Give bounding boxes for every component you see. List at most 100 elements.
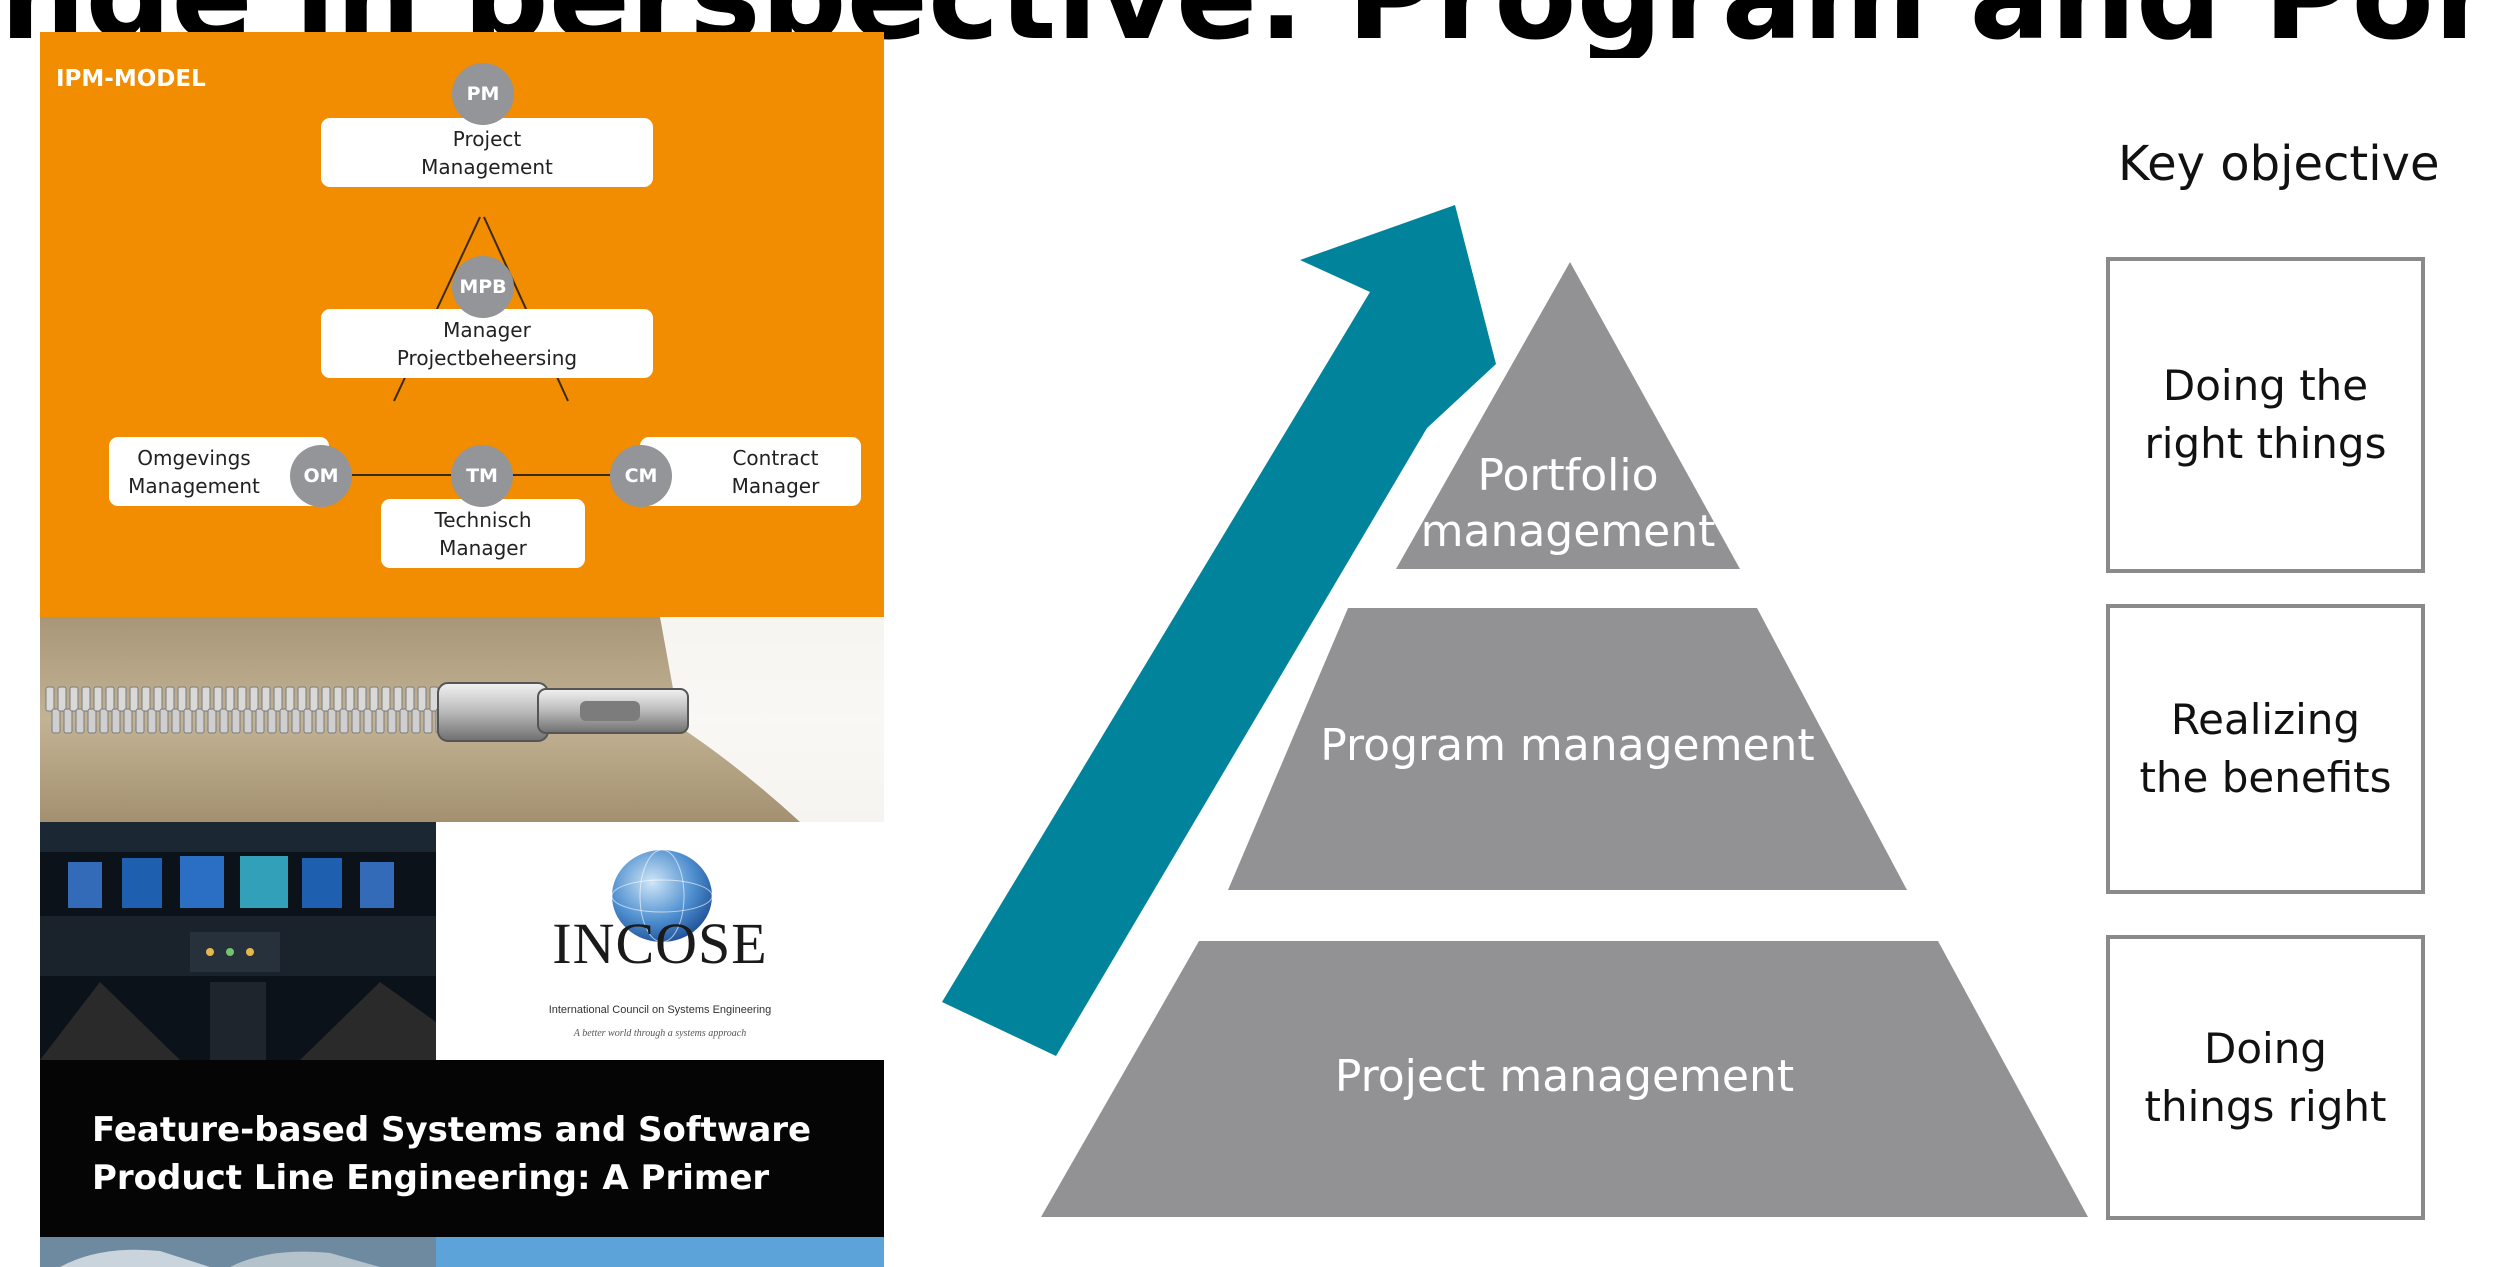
growth-arrow <box>942 205 1496 1056</box>
cover-title-line2: Product Line Engineering: A Primer <box>92 1158 770 1198</box>
zipper-tooth <box>135 708 145 734</box>
zipper-tooth <box>387 708 397 734</box>
objective-box-portfolio: Doing the right things <box>2106 257 2425 573</box>
cm-box: Contract Manager <box>640 437 861 506</box>
zipper-tooth <box>369 686 379 712</box>
zipper-tooth <box>171 708 181 734</box>
project-label-line1: Project management <box>1334 1051 1795 1102</box>
zipper-tooth <box>411 708 421 734</box>
program-tier <box>1228 608 1907 890</box>
zipper-tooth <box>273 686 283 712</box>
cockpit-illustration <box>40 822 436 1060</box>
objective-box-program: Realizing the benefits <box>2106 604 2425 894</box>
key-objective-title: Key objective <box>2118 136 2440 192</box>
zipper-tooth <box>189 686 199 712</box>
zipper-tooth <box>363 708 373 734</box>
mpb-box: Manager Projectbeheersing <box>321 309 653 378</box>
program-label-line1: Program management <box>1320 720 1815 771</box>
zipper-tooth <box>93 686 103 712</box>
objective-portfolio-line2: right things <box>2144 419 2387 468</box>
zipper-tooth <box>261 686 271 712</box>
zipper-tooth <box>225 686 235 712</box>
zipper-tooth <box>69 686 79 712</box>
pm-box: Project Management <box>321 118 653 187</box>
zipper-tooth <box>177 686 187 712</box>
zipper-photo <box>40 617 884 822</box>
objective-project-line1: Doing <box>2203 1023 2327 1073</box>
zipper-tooth <box>351 708 361 734</box>
zipper-tooth <box>99 708 109 734</box>
incose-logo-area: INCOSE International Council on Systems … <box>436 822 884 1060</box>
zipper-tooth <box>219 708 229 734</box>
zipper-tooth <box>183 708 193 734</box>
zipper-tooth <box>339 708 349 734</box>
tm-label-line1: Technisch <box>434 507 532 532</box>
portfolio-label-line1: Portfolio <box>1477 450 1659 501</box>
objective-project-line2: things right <box>2144 1081 2387 1131</box>
mpb-badge: MPB <box>452 256 514 318</box>
objective-program-line1: Realizing <box>2170 695 2361 744</box>
zipper-tooth <box>87 708 97 734</box>
zipper-tooth <box>309 686 319 712</box>
pm-badge: PM <box>452 63 514 125</box>
zipper-tooth <box>267 708 277 734</box>
zipper-tooth <box>129 686 139 712</box>
zipper-tooth <box>315 708 325 734</box>
zipper-tooth <box>285 686 295 712</box>
zipper-tooth <box>63 708 73 734</box>
zipper-tooth <box>117 686 127 712</box>
om-badge: OM <box>290 445 352 507</box>
zipper-tooth <box>321 686 331 712</box>
zipper-tooth <box>141 686 151 712</box>
project-tier-label: Project management <box>1041 1049 2088 1105</box>
cockpit-photo <box>40 822 436 1060</box>
pm-label-line1: Project <box>452 126 522 151</box>
project-tier <box>1041 941 2088 1217</box>
zipper-tooth <box>111 708 121 734</box>
cover-title: Feature-based Systems and Software Produ… <box>92 1106 811 1202</box>
zipper-tooth <box>381 686 391 712</box>
objective-program-line2: the benefits <box>2139 753 2392 802</box>
ipm-model-panel: IPM-MODEL Project Management PM Manager … <box>40 32 884 617</box>
zipper-tooth <box>243 708 253 734</box>
zipper-tooth <box>297 686 307 712</box>
zipper-tooth <box>405 686 415 712</box>
zipper-tooth <box>279 708 289 734</box>
tm-label-line2: Manager <box>439 535 527 560</box>
zipper-tooth <box>417 686 427 712</box>
zipper-tooth <box>393 686 403 712</box>
zipper-tooth <box>45 686 55 712</box>
om-label-line1: Omgevings <box>137 445 251 470</box>
tm-badge: TM <box>451 445 513 507</box>
objective-portfolio-line1: Doing the <box>2162 361 2369 410</box>
zipper-tooth <box>57 686 67 712</box>
zipper-tooth <box>399 708 409 734</box>
ipm-model-title: IPM-MODEL <box>56 66 206 92</box>
zipper-tooth <box>201 686 211 712</box>
cars-photo-strip <box>40 1237 436 1267</box>
zipper-tooth <box>51 708 61 734</box>
cm-label-line2: Manager <box>731 473 820 498</box>
portfolio-tier-label: Portfolio management <box>1396 448 1740 560</box>
om-box: Omgevings Management <box>109 437 329 506</box>
zipper-tooth <box>357 686 367 712</box>
zipper-tooth <box>423 708 433 734</box>
zipper-illustration <box>40 617 884 822</box>
zipper-tooth <box>327 708 337 734</box>
zipper-tooth <box>207 708 217 734</box>
portfolio-label-line2: management <box>1420 506 1716 557</box>
mpb-label-line1: Manager <box>443 317 531 342</box>
zipper-tooth <box>153 686 163 712</box>
zipper-tooth <box>255 708 265 734</box>
zipper-tooth <box>81 686 91 712</box>
incose-logo-text: INCOSE <box>552 911 768 976</box>
zipper-tooth <box>237 686 247 712</box>
zipper-teeth <box>45 686 445 734</box>
incose-primer-cover: INCOSE International Council on Systems … <box>40 822 884 1267</box>
cover-title-line1: Feature-based Systems and Software <box>92 1110 812 1150</box>
tm-box: Technisch Manager <box>381 499 585 568</box>
globe-icon <box>611 849 713 943</box>
zipper-tooth <box>303 708 313 734</box>
incose-org-name: International Council on Systems Enginee… <box>548 1004 772 1016</box>
